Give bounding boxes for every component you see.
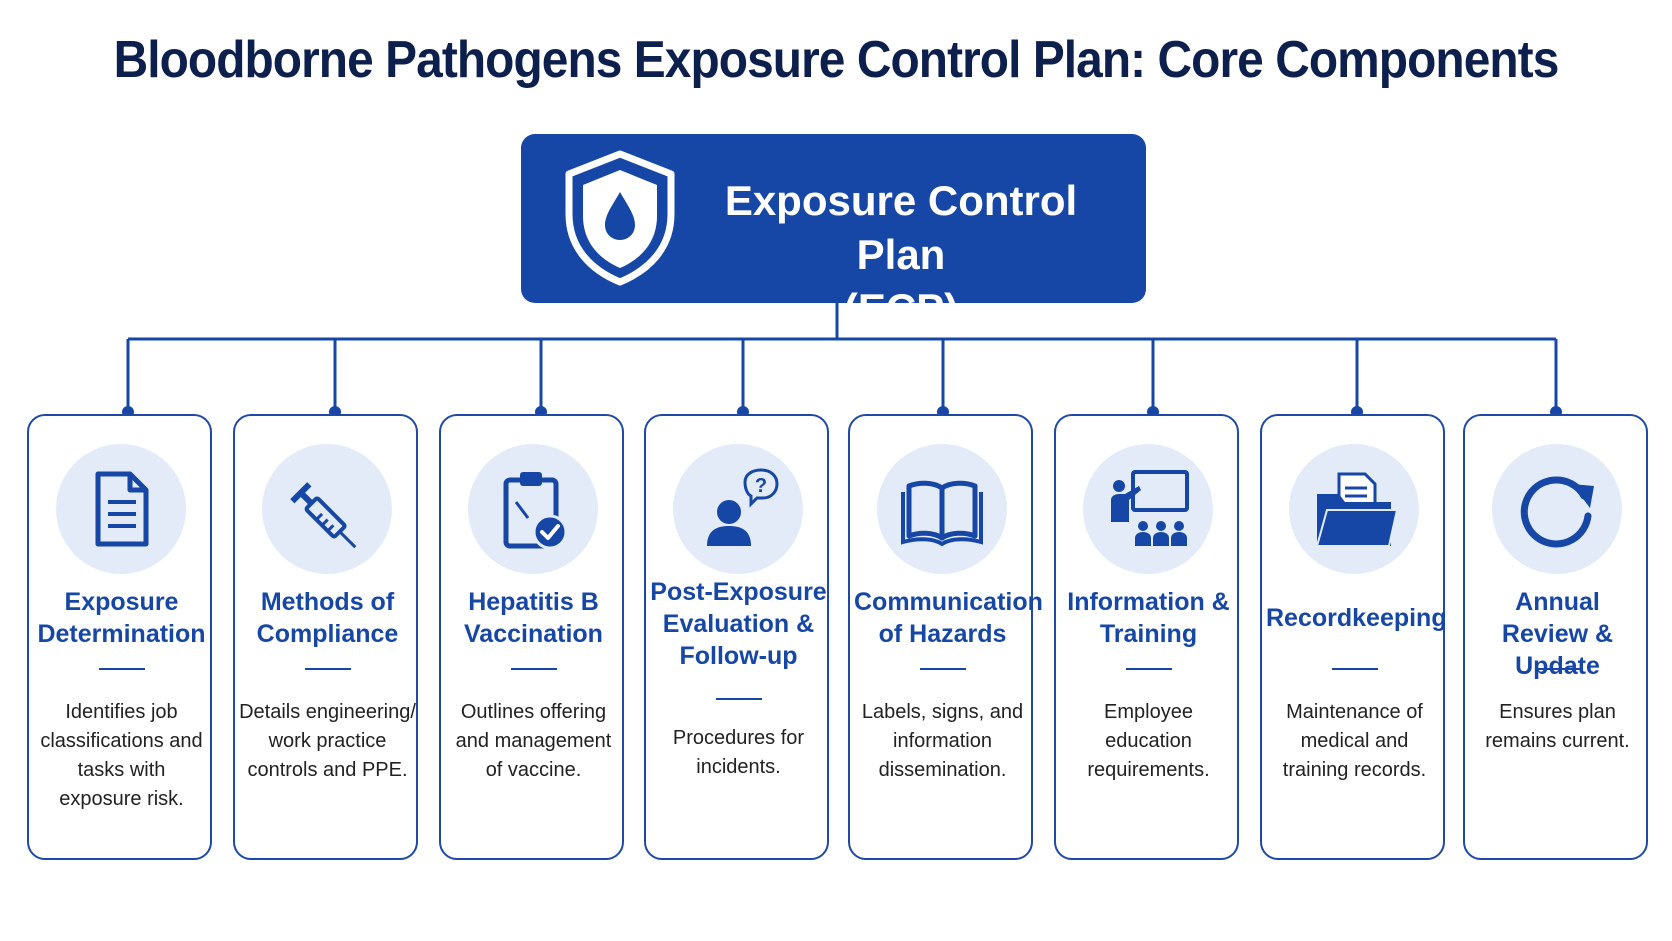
card-title-line: Communication — [854, 588, 1043, 616]
person-question-icon: ? — [707, 468, 779, 546]
hub-title-line-1: Exposure Control Plan — [724, 177, 1078, 278]
card-description-line: dissemination. — [878, 759, 1007, 781]
icon-badge — [468, 444, 598, 574]
card-divider — [920, 668, 966, 670]
card-title: Annual Review & Update — [1469, 586, 1646, 682]
card-description-line: tasks with — [77, 759, 166, 781]
component-card-information-training: Information & Training Employee educatio… — [1054, 414, 1239, 860]
card-title-line: Training — [1099, 620, 1198, 648]
card-description-line: controls and PPE. — [247, 759, 408, 781]
card-title-line: Annual Review & — [1501, 588, 1614, 648]
card-divider — [99, 668, 145, 670]
card-title: Post-Exposure Evaluation & Follow-up — [650, 576, 827, 672]
card-description-line: requirements. — [1087, 759, 1210, 781]
card-title-line: of Hazards — [878, 620, 1007, 648]
component-card-annual-review-update: Annual Review & Update Ensures plan rema… — [1463, 414, 1648, 860]
card-description-line: remains current. — [1485, 730, 1630, 752]
card-description-line: Ensures plan — [1499, 701, 1616, 723]
card-description: Identifies job classifications and tasks… — [33, 698, 210, 814]
card-description: Outlines offering and management of vacc… — [445, 698, 622, 785]
card-divider — [1332, 668, 1378, 670]
card-title-line: Update — [1515, 652, 1600, 680]
training-presentation-icon — [1111, 470, 1189, 546]
card-description-line: Procedures for — [672, 727, 805, 749]
card-description-line: and management — [455, 730, 612, 752]
icon-badge — [877, 444, 1007, 574]
component-card-hepatitis-b-vaccination: Hepatitis B Vaccination Outlines offerin… — [439, 414, 624, 860]
card-divider — [511, 668, 557, 670]
icon-badge — [56, 444, 186, 574]
hub-title-line-2: (ECP) — [843, 285, 959, 332]
folder-document-icon — [1315, 472, 1399, 547]
card-description-line: Labels, signs, and — [861, 701, 1024, 723]
card-title-line: Exposure — [64, 588, 179, 616]
card-description: Employee education requirements. — [1060, 698, 1237, 785]
component-card-exposure-determination: Exposure Determination Identifies job cl… — [27, 414, 212, 860]
clipboard-check-icon — [503, 472, 568, 550]
card-description-line: Details engineering/ — [239, 701, 416, 723]
card-description: Labels, signs, and information dissemina… — [854, 698, 1031, 785]
card-title-line: Hepatitis B — [468, 588, 599, 616]
card-description-line: incidents. — [696, 756, 781, 778]
card-title-line: Methods of — [260, 588, 395, 616]
card-description-line: Employee — [1104, 701, 1193, 723]
document-icon — [95, 471, 149, 547]
card-description-line: training records. — [1282, 759, 1427, 781]
card-title: Recordkeeping — [1266, 602, 1447, 634]
card-title-line: Recordkeeping — [1266, 604, 1447, 632]
card-description: Details engineering/ work practice contr… — [239, 698, 416, 785]
card-divider — [1535, 668, 1581, 670]
card-description-line: of vaccine. — [485, 759, 582, 781]
card-title: Information & Training — [1060, 586, 1237, 650]
icon-badge — [262, 444, 392, 574]
card-description: Ensures plan remains current. — [1469, 698, 1646, 756]
card-description: Maintenance of medical and training reco… — [1266, 698, 1443, 785]
card-description: Procedures for incidents. — [650, 724, 827, 782]
card-title: Exposure Determination — [33, 586, 210, 650]
card-title: Hepatitis B Vaccination — [445, 586, 622, 650]
component-card-recordkeeping: Recordkeeping Maintenance of medical and… — [1260, 414, 1447, 860]
svg-text:?: ? — [755, 475, 767, 497]
card-divider — [1126, 668, 1172, 670]
card-description-line: work practice — [268, 730, 387, 752]
refresh-arrow-icon — [1520, 476, 1594, 548]
card-title-line: Evaluation & — [662, 610, 815, 638]
icon-badge — [1083, 444, 1213, 574]
page-title: Bloodborne Pathogens Exposure Control Pl… — [113, 31, 1560, 89]
card-title-line: Vaccination — [464, 620, 603, 648]
icon-badge — [1492, 444, 1622, 574]
card-divider — [305, 668, 351, 670]
card-title-line: Determination — [37, 620, 206, 648]
card-description-line: education — [1105, 730, 1192, 752]
icon-badge: ? — [673, 444, 803, 574]
card-title-line: Follow-up — [679, 642, 798, 670]
card-description-line: medical and — [1300, 730, 1409, 752]
card-description-line: Outlines offering — [460, 701, 607, 723]
card-description-line: exposure risk. — [59, 788, 184, 810]
open-book-icon — [901, 480, 983, 547]
component-card-methods-of-compliance: Methods of Compliance Details engineerin… — [233, 414, 418, 860]
component-card-post-exposure: ? Post-Exposure Evaluation & Follow-up P… — [644, 414, 829, 860]
syringe-icon — [290, 482, 357, 549]
card-description-line: Identifies job — [65, 701, 178, 723]
card-title: Communication of Hazards — [854, 586, 1043, 650]
card-title: Methods of Compliance — [239, 586, 416, 650]
component-card-communication-of-hazards: Communication of Hazards Labels, signs, … — [848, 414, 1043, 860]
card-divider — [716, 698, 762, 700]
card-title-line: Information & — [1067, 588, 1230, 616]
card-title-line: Post-Exposure — [650, 578, 827, 606]
card-description-line: information — [893, 730, 992, 752]
ecp-hub-box: Exposure Control Plan (ECP) — [521, 134, 1146, 332]
card-title-line: Compliance — [256, 620, 399, 648]
card-description-line: Maintenance of — [1286, 701, 1423, 723]
card-description-line: classifications and — [40, 730, 203, 752]
hub-title: Exposure Control Plan (ECP) — [701, 174, 1101, 336]
icon-badge — [1289, 444, 1419, 574]
shield-droplet-icon — [565, 150, 675, 286]
